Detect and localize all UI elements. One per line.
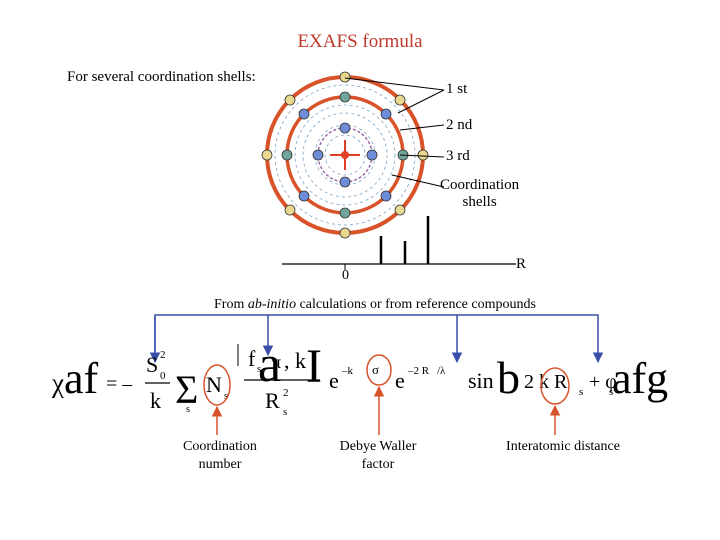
svg-text:–k: –k <box>341 365 354 377</box>
summation-sign: Σ <box>175 367 198 412</box>
svg-text:s: s <box>579 386 583 398</box>
axis-r-label: R <box>516 256 527 272</box>
exp-debye: e <box>329 368 339 393</box>
sine-term: sin <box>468 368 494 393</box>
svg-text:s: s <box>609 386 613 398</box>
ns-term: N <box>206 372 222 397</box>
second-shell-atoms <box>281 91 409 219</box>
s0-squared: S <box>146 352 158 377</box>
svg-text:s: s <box>257 363 261 375</box>
exafs-equation: χ af = – S 0 2 k Σ s N s f s a π , k I R… <box>51 336 668 418</box>
shells-label: For several coordination shells: <box>67 69 256 85</box>
svg-text:2: 2 <box>283 387 289 399</box>
exp-mean-free-path: e <box>395 368 405 393</box>
page-title: EXAFS formula <box>297 31 423 52</box>
term-highlights <box>203 354 570 406</box>
debye-waller-note: Debye Waller factor <box>339 439 417 472</box>
first-shell-atoms <box>312 122 378 188</box>
chi-symbol: χ <box>51 368 64 398</box>
k-denominator: k <box>150 388 161 413</box>
interatomic-distance-note: Interatomic distance <box>506 439 620 454</box>
svg-text:s: s <box>224 390 228 402</box>
rs-squared: R <box>265 388 280 413</box>
svg-text:s: s <box>186 404 190 415</box>
fs-term: f <box>248 346 256 371</box>
afg-right-glyph: afg <box>612 354 668 403</box>
svg-text:/λ: /λ <box>437 365 446 377</box>
svg-text:σ: σ <box>372 362 379 377</box>
shell-pointer-lines <box>344 77 445 188</box>
svg-text:2 k R: 2 k R <box>524 371 568 393</box>
af-left-glyph: af <box>64 354 99 403</box>
svg-text:2: 2 <box>160 349 166 361</box>
first-shell-label: 1 st <box>446 81 468 97</box>
axis-origin-label: 0 <box>342 268 349 283</box>
svg-text:0: 0 <box>160 370 166 382</box>
big-a-glyph: a <box>258 336 281 393</box>
absorber-atom <box>330 140 360 170</box>
source-bracket <box>149 314 604 364</box>
third-shell-atoms <box>261 71 429 239</box>
coordination-number-note: Coordination number <box>183 439 257 472</box>
big-b-glyph: b <box>497 352 520 403</box>
source-note: From ab-initio calculations or from refe… <box>214 297 536 312</box>
coordination-shells-label: Coordination shells <box>440 177 520 210</box>
big-i-glyph: I <box>306 340 322 393</box>
term-arrows <box>211 385 561 435</box>
svg-text:, k: , k <box>284 348 306 373</box>
second-shell-label: 2 nd <box>446 117 473 133</box>
svg-text:s: s <box>283 406 287 418</box>
svg-text:π: π <box>272 352 281 372</box>
phase-term: + φ <box>589 371 617 393</box>
svg-text:–2 R: –2 R <box>407 365 430 377</box>
equals-minus: = – <box>106 373 133 395</box>
rdf-axis <box>282 216 516 270</box>
third-shell-label: 3 rd <box>446 148 470 164</box>
